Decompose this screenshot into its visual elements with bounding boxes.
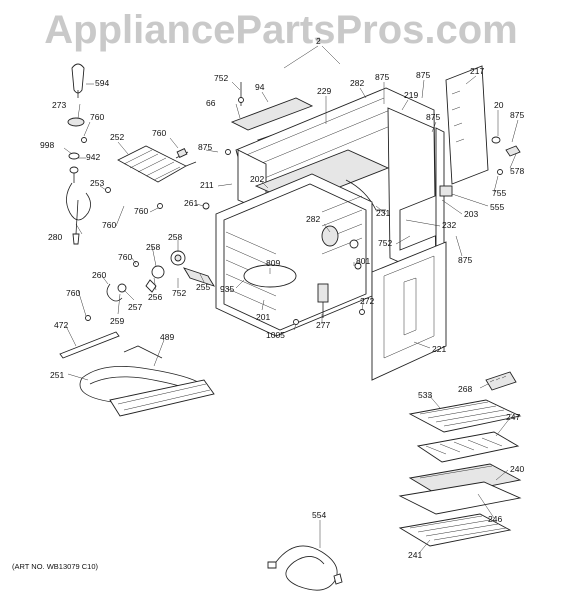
part-472-bar-drawing (59, 331, 120, 359)
leader-lines (63, 45, 519, 553)
part-253-drawing (105, 149, 231, 209)
callout-472: 472 (54, 320, 68, 330)
callout-760: 760 (152, 128, 166, 138)
callout-2: 2 (316, 36, 321, 46)
part-489-tray-drawing (109, 379, 215, 417)
callout-801: 801 (356, 256, 370, 266)
part-252-element-drawing (117, 145, 197, 183)
callout-217: 217 (470, 66, 484, 76)
callout-875: 875 (375, 72, 389, 82)
callout-998: 998 (40, 140, 54, 150)
callout-240: 240 (510, 464, 524, 474)
callout-256: 256 (148, 292, 162, 302)
part-273-drawing (67, 117, 87, 143)
part-258-256-drawing (106, 250, 186, 302)
callout-247: 247 (506, 412, 520, 422)
part-752-screw-drawing (238, 82, 244, 106)
part-533-rack-drawing (408, 399, 522, 433)
callout-232: 232 (442, 220, 456, 230)
callout-labels: 2 594 752 94 229 282 875 875 217 273 760… (40, 36, 524, 560)
callout-755: 755 (492, 188, 506, 198)
part-240-rack-drawing (398, 481, 522, 515)
part-201-liner-drawing (215, 173, 373, 337)
callout-273: 273 (52, 100, 66, 110)
part-277-latch-drawing (317, 283, 329, 318)
callout-282: 282 (306, 214, 320, 224)
callout-261: 261 (184, 198, 198, 208)
part-280-sensor-drawing (66, 152, 91, 245)
callout-251: 251 (50, 370, 64, 380)
callout-272: 272 (360, 296, 374, 306)
callout-229: 229 (317, 86, 331, 96)
callout-219: 219 (404, 90, 418, 100)
callout-277: 277 (316, 320, 330, 330)
callout-752: 752 (172, 288, 186, 298)
part-594-drawing (71, 63, 85, 98)
callout-246: 246 (488, 514, 502, 524)
callout-280: 280 (48, 232, 62, 242)
part-217-panel-drawing (445, 65, 489, 185)
callout-760: 760 (90, 112, 104, 122)
part-578-drawing (491, 136, 521, 175)
callout-760: 760 (66, 288, 80, 298)
callout-935: 935 (220, 284, 234, 294)
callout-489: 489 (160, 332, 174, 342)
callout-554: 554 (312, 510, 326, 520)
callout-201: 201 (256, 312, 270, 322)
part-221-side-panel-drawing (371, 241, 447, 381)
callout-752: 752 (378, 238, 392, 248)
callout-875: 875 (416, 70, 430, 80)
callout-221: 221 (432, 344, 446, 354)
callout-253: 253 (90, 178, 104, 188)
callout-760: 760 (118, 252, 132, 262)
part-261-drawing (85, 202, 210, 321)
callout-94: 94 (255, 82, 265, 92)
callout-578: 578 (510, 166, 524, 176)
callout-202: 202 (250, 174, 264, 184)
callout-211: 211 (200, 180, 214, 190)
art-number: (ART NO. WB13079 C10) (12, 562, 99, 571)
callout-66: 66 (206, 98, 216, 108)
callout-259: 259 (110, 316, 124, 326)
callout-752: 752 (214, 73, 228, 83)
callout-260: 260 (92, 270, 106, 280)
callout-875: 875 (458, 255, 472, 265)
part-241-rack-drawing (398, 513, 512, 547)
callout-252: 252 (110, 132, 124, 142)
part-246-pan-drawing (408, 463, 522, 497)
part-1005-screw-drawing (293, 319, 299, 325)
part-555-drawing (439, 185, 453, 197)
part-255-shield-drawing (182, 267, 216, 287)
part-554-cord-drawing (267, 545, 343, 591)
part-282-light-drawing (321, 225, 359, 249)
callout-241: 241 (408, 550, 422, 560)
callout-942: 942 (86, 152, 100, 162)
callout-760: 760 (102, 220, 116, 230)
callout-533: 533 (418, 390, 432, 400)
callout-809: 809 (266, 258, 280, 268)
part-247-rack-drawing (416, 431, 520, 463)
callout-231: 231 (376, 208, 390, 218)
callout-20: 20 (494, 100, 504, 110)
part-801-drawing (354, 262, 365, 315)
callout-594: 594 (95, 78, 109, 88)
callout-760: 760 (134, 206, 148, 216)
callout-875: 875 (198, 142, 212, 152)
callout-258: 258 (146, 242, 160, 252)
callout-555: 555 (490, 202, 504, 212)
callout-875: 875 (510, 110, 524, 120)
callout-257: 257 (128, 302, 142, 312)
callout-875: 875 (426, 112, 440, 122)
callout-203: 203 (464, 209, 478, 219)
callout-282: 282 (350, 78, 364, 88)
callout-1005: 1005 (266, 330, 285, 340)
callout-255: 255 (196, 282, 210, 292)
callout-258: 258 (168, 232, 182, 242)
part-268-drawing (485, 371, 517, 391)
callout-268: 268 (458, 384, 472, 394)
